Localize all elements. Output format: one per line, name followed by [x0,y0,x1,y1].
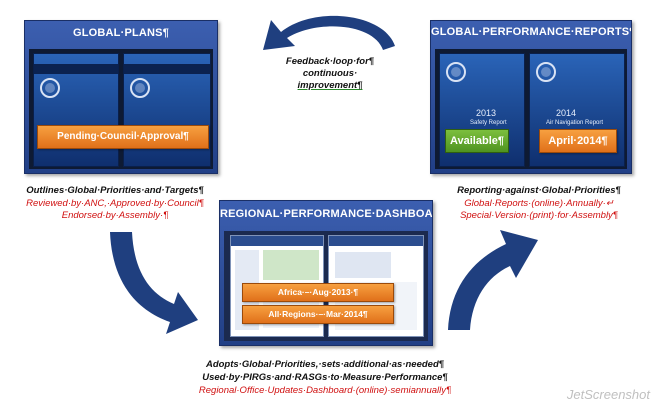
icao-logo-icon [130,78,150,98]
regional-to-reports-arrow [448,230,538,330]
global-performance-title: GLOBAL·PERFORMANCE·REPORTS¶ [431,26,631,38]
air-navigation-plan-cover [123,53,211,167]
global-plans-covers: Pending·Council·Approval¶ [29,49,213,169]
plans-caption-red2: Endorsed·by·Assembly·¶ [61,210,169,221]
icao-logo-icon [536,62,556,82]
reports-caption-red1: Global·Reports·(online)·Annually·↵ [464,198,614,209]
plans-caption-main: Outlines·Global·Priorities·and·Targets¶ [26,185,204,196]
regional-performance-title: REGIONAL·PERFORMANCE·DASHBOARDS¶ [220,208,432,220]
icao-logo-icon [40,78,60,98]
global-performance-panel: GLOBAL·PERFORMANCE·REPORTS¶ 2013 Safety … [430,20,632,174]
regional-caption-main1: Adopts·Global·Priorities,·sets·additiona… [205,359,445,370]
plans-caption-red1: Reviewed·by·ANC,·Approved·by·Council¶ [26,198,204,209]
icao-logo-icon [446,62,466,82]
safety-plan-cover [33,53,119,167]
air-navigation-report-year: 2014 [556,108,577,118]
feedback-text-line1: Feedback·loop·for¶ [285,56,375,67]
reports-caption-main: Reporting·against·Global·Priorities¶ [457,185,621,196]
safety-report-name: Safety Report [470,120,507,126]
regional-performance-panel: REGIONAL·PERFORMANCE·DASHBOARDS¶ Africa·… [219,200,433,346]
regional-dashboard-screens: Africa·–·Aug·2013·¶ All·Regions·–·Mar·20… [224,231,428,341]
regional-caption-main2: Used·by·PIRGs·and·RASGs·to·Measure·Perfo… [202,372,448,383]
feedback-text-line3: improvement¶ [297,80,363,91]
global-plans-panel: GLOBAL·PLANS¶ Pending·Council·Approval¶ [24,20,218,174]
africa-badge: Africa·–·Aug·2013·¶ [242,283,394,302]
feedback-loop-arrow [263,15,395,51]
reports-caption-red2: Special·Version·(print)·for·Assembly¶ [460,210,618,221]
plans-to-regional-arrow [110,232,198,334]
regional-caption-red: Regional·Office·Updates·Dashboard·(onlin… [198,385,452,396]
available-badge: Available¶ [445,129,509,153]
pending-approval-badge: Pending·Council·Approval¶ [37,125,209,149]
watermark: JetScreenshot [566,387,650,402]
global-performance-covers: 2013 Safety Report 2014 Air Navigation R… [435,49,627,169]
safety-report-year: 2013 [476,108,497,118]
global-plans-title: GLOBAL·PLANS¶ [72,27,170,39]
april-2014-badge: April·2014¶ [539,129,617,153]
air-navigation-report-name: Air Navigation Report [546,120,604,126]
all-regions-badge: All·Regions·–·Mar·2014¶ [242,305,394,324]
feedback-text-line2: continuous· [302,68,358,79]
